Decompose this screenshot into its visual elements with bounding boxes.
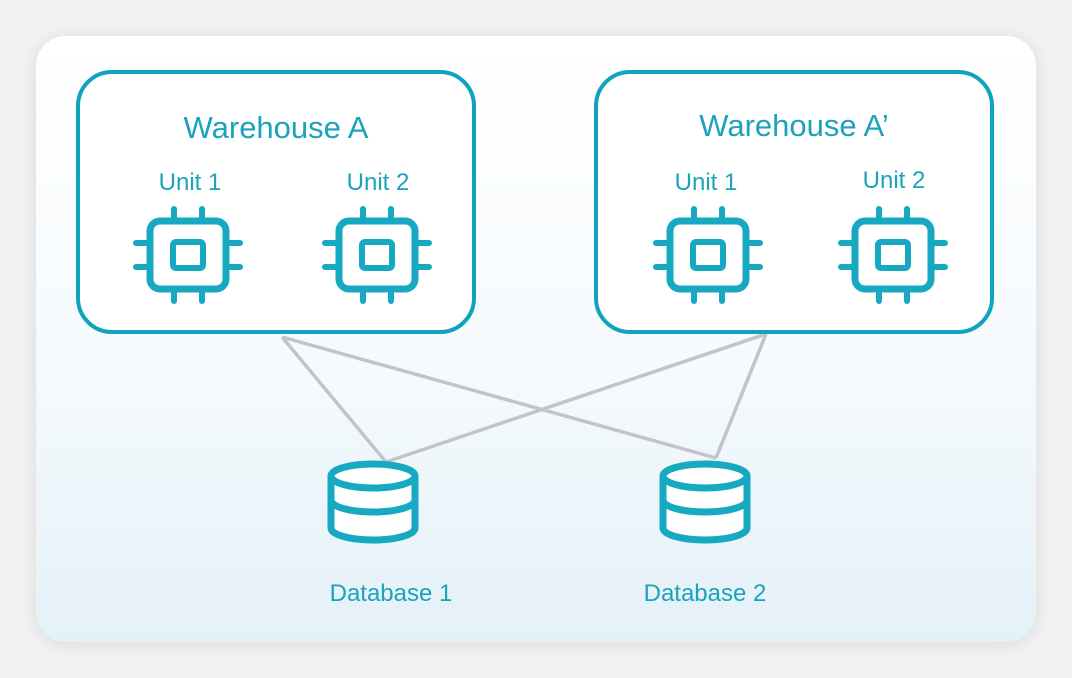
- database-2: Database 2: [644, 464, 767, 607]
- connectors: [280, 332, 768, 464]
- link-warehouse-a-prime-db-2: [714, 333, 768, 459]
- database-2-label: Database 2: [644, 580, 767, 607]
- warehouse-a-prime-unit-2-label: Unit 2: [863, 167, 926, 194]
- link-warehouse-a-prime-db-1: [385, 332, 767, 464]
- warehouse-a-prime: Warehouse A’ Unit 1 Unit 2: [594, 70, 994, 334]
- database-1: Database 1: [330, 464, 453, 607]
- warehouse-a-prime-title: Warehouse A’: [699, 108, 889, 143]
- database-icon: [663, 464, 747, 540]
- database-icon: [331, 464, 415, 540]
- warehouse-a-unit-1-label: Unit 1: [159, 169, 222, 196]
- warehouse-a-prime-unit-1-label: Unit 1: [675, 169, 738, 196]
- link-warehouse-a-db-2: [281, 335, 717, 460]
- warehouse-a: Warehouse A Unit 1 Unit 2: [76, 70, 476, 334]
- warehouse-a-unit-2-label: Unit 2: [347, 169, 410, 196]
- database-1-label: Database 1: [330, 580, 453, 607]
- link-warehouse-a-db-1: [280, 335, 388, 464]
- warehouse-a-title: Warehouse A: [184, 110, 369, 145]
